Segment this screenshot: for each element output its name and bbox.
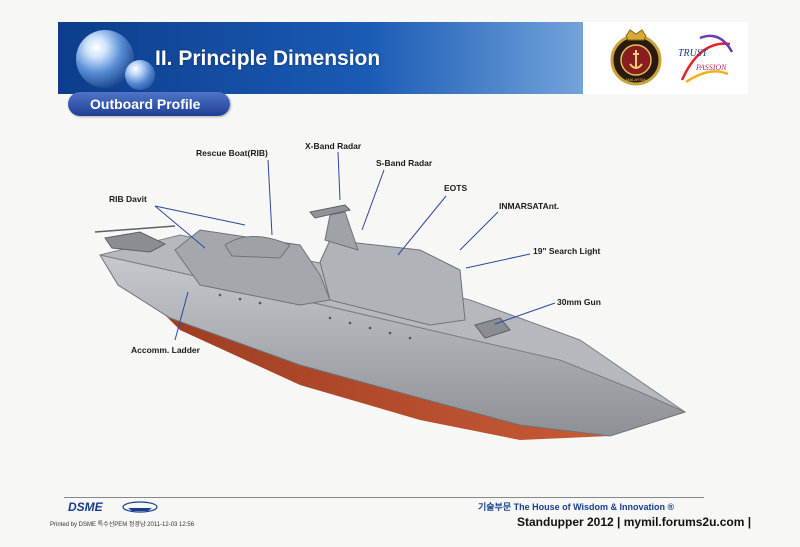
logo-passion-text: PASSION bbox=[695, 63, 727, 72]
ship-logo-icon bbox=[122, 501, 158, 513]
superstructure-aft bbox=[174, 229, 331, 306]
section-label: Outboard Profile bbox=[68, 92, 230, 116]
header-logo-area bbox=[583, 22, 748, 94]
x-band-radar-shape bbox=[309, 204, 351, 219]
callout-lines bbox=[154, 151, 556, 341]
trust-passion-logo: TRUST PASSION bbox=[678, 34, 734, 84]
page-title: II. Principle Dimension bbox=[155, 47, 381, 70]
footer-divider bbox=[64, 497, 704, 498]
emblem-text: MALAYSIA bbox=[626, 77, 646, 82]
rescue-boat-shape bbox=[224, 236, 291, 259]
callout-rib-davit: RIB Davit bbox=[109, 194, 147, 204]
callout-eots: EOTS bbox=[444, 183, 468, 193]
callout-search-light: 19" Search Light bbox=[533, 246, 601, 256]
navy-emblem-icon: MALAYSIA bbox=[610, 29, 662, 86]
sphere-graphic bbox=[76, 30, 134, 88]
portholes bbox=[218, 293, 412, 340]
helicopter-shape bbox=[104, 231, 167, 253]
callout-accomm-ladder: Accomm. Ladder bbox=[131, 345, 200, 355]
gun-30mm-shape bbox=[474, 317, 511, 339]
print-info: Printed by DSME 특수선PEM 정경남 2011-12-03 12… bbox=[50, 522, 195, 528]
callout-30mm-gun: 30mm Gun bbox=[557, 297, 601, 307]
callout-rescue-boat: Rescue Boat(RIB) bbox=[196, 148, 268, 158]
header-banner: II. Principle Dimension MALAYSIA TRUST P… bbox=[58, 22, 748, 94]
footer-motto: 기술부문 The House of Wisdom & Innovation ® bbox=[478, 502, 675, 512]
sphere-small-graphic bbox=[125, 60, 155, 90]
callout-x-band-radar: X-Band Radar bbox=[305, 141, 362, 151]
dsme-logo: DSME bbox=[68, 500, 103, 514]
logo-trust-text: TRUST bbox=[678, 48, 709, 59]
callout-s-band-radar: S-Band Radar bbox=[376, 158, 433, 168]
watermark: Standupper 2012 | mymil.forums2u.com | bbox=[517, 515, 752, 529]
callout-inmarsat: INMARSATAnt. bbox=[499, 201, 560, 211]
rotor bbox=[94, 225, 176, 233]
mast bbox=[324, 211, 359, 251]
